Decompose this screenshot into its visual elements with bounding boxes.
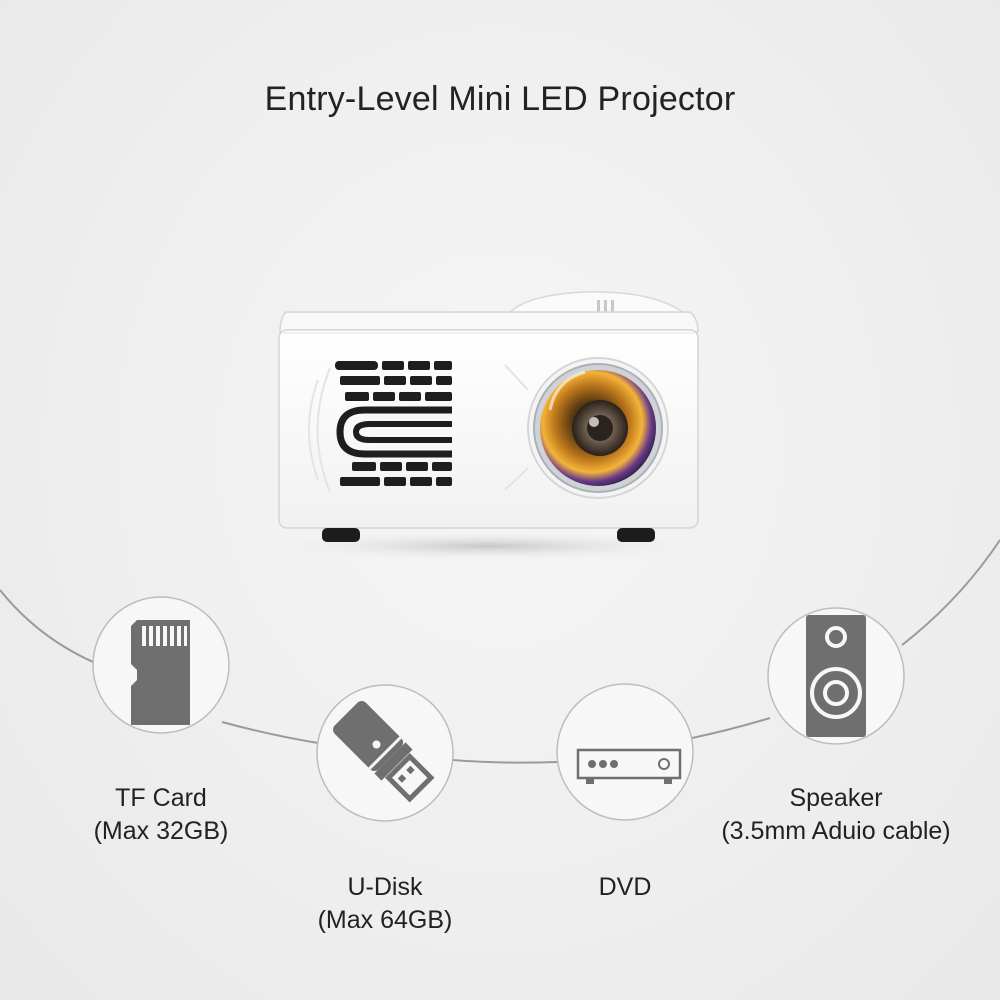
u-disk-label-line1: U-Disk — [347, 873, 423, 901]
tf-card-label-line1: TF Card — [115, 784, 207, 812]
projector-image — [278, 291, 699, 542]
u-disk-label-line2: (Max 64GB) — [317, 906, 453, 934]
page-title: Entry-Level Mini LED Projector — [264, 80, 736, 118]
connection-curve — [691, 717, 771, 739]
connection-curve — [0, 589, 101, 666]
tf-card-label-line2: (Max 32GB) — [93, 817, 229, 845]
speaker-label-line2: (3.5mm Aduio cable) — [721, 817, 951, 845]
connection-curve — [901, 539, 1000, 646]
dvd-label: DVD — [525, 871, 725, 904]
speaker-label: Speaker (3.5mm Aduio cable) — [711, 782, 961, 848]
sd-card-icon — [131, 620, 190, 725]
speaker-label-line1: Speaker — [789, 784, 883, 812]
connection-curve — [451, 759, 558, 764]
u-disk-label: U-Disk (Max 64GB) — [285, 871, 485, 937]
speaker-icon — [806, 615, 866, 737]
connection-curve — [221, 721, 319, 744]
dvd-player-icon — [576, 748, 682, 784]
dvd-label-line1: DVD — [598, 873, 652, 901]
tf-card-label: TF Card (Max 32GB) — [61, 782, 261, 848]
